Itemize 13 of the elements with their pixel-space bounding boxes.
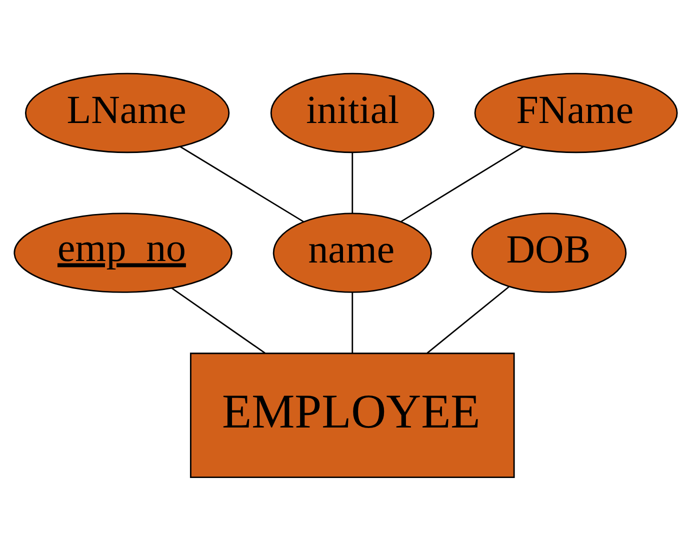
node-ellipse: FName (474, 72, 678, 153)
connector (352, 292, 354, 353)
node-ellipse: DOB (471, 212, 627, 292)
connector (180, 146, 304, 222)
node-ellipse: emp_no (14, 212, 232, 292)
node-ellipse: name (272, 212, 432, 292)
node-box: EMPLOYEE (190, 352, 515, 478)
node-ellipse: initial (270, 72, 434, 153)
connector (171, 287, 266, 354)
connector (400, 146, 524, 222)
node-ellipse: LName (24, 72, 230, 153)
connector (426, 286, 510, 354)
connector (352, 152, 354, 213)
